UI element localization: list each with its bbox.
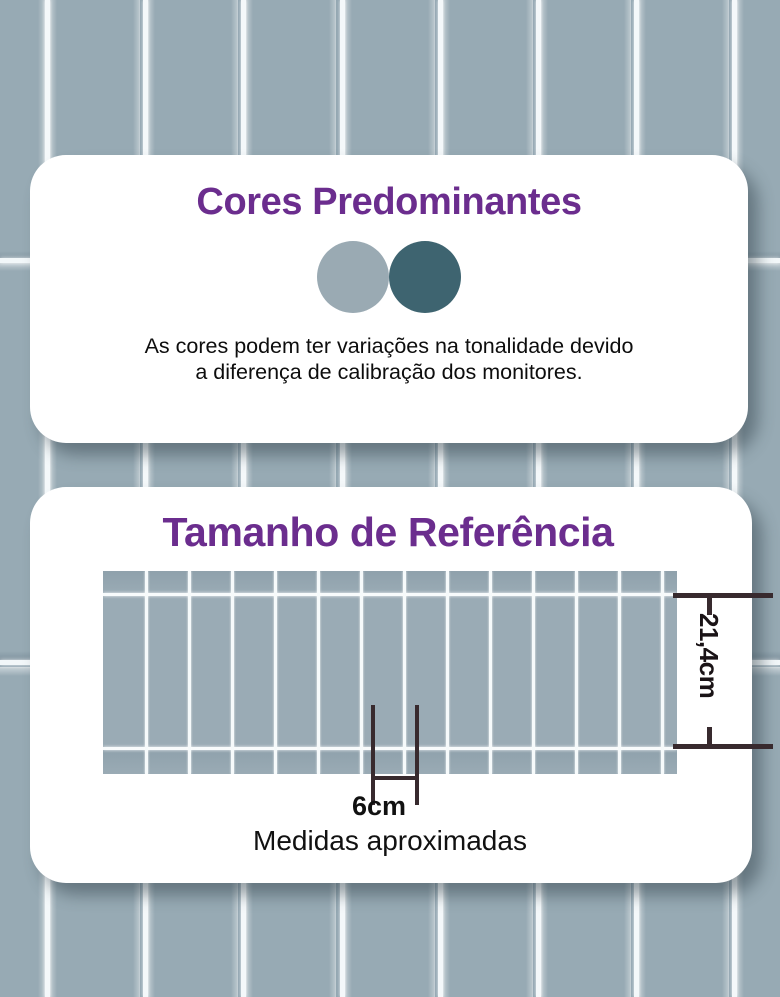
colors-disclaimer-line-2: a diferença de calibração dos monitores. xyxy=(195,360,583,385)
width-dimension-bar xyxy=(371,776,419,780)
reference-tile-grid xyxy=(103,571,677,774)
colors-disclaimer-line-1: As cores podem ter variações na tonalida… xyxy=(144,333,634,358)
reference-size-card: Tamanho de Referência xyxy=(30,487,773,883)
grid-grout-vertical xyxy=(274,571,277,774)
grid-bottom-band xyxy=(103,750,677,774)
predominant-colors-card: Cores Predominantes As cores podem ter v… xyxy=(30,155,748,443)
grid-grout-vertical xyxy=(231,571,234,774)
width-dimension-label: 6cm xyxy=(352,791,407,821)
grid-grout-vertical xyxy=(446,571,449,774)
grid-grout-vertical xyxy=(661,571,664,774)
grid-grout-horizontal xyxy=(103,593,677,596)
measurements-footnote: Medidas aproximadas xyxy=(253,825,527,856)
grid-grout-vertical xyxy=(188,571,191,774)
color-swatch-row xyxy=(30,240,748,313)
size-card-title: Tamanho de Referência xyxy=(162,509,614,555)
grid-grout-vertical xyxy=(145,571,148,774)
height-dimension-top-tick xyxy=(673,593,773,598)
height-dimension-label: 21,4cm xyxy=(694,613,724,699)
color-swatch-dark-teal xyxy=(389,240,461,313)
color-swatch-light-blue-grey xyxy=(317,240,389,313)
reference-grid-wrapper: 21,4cm 6cm Medidas aproximadas xyxy=(103,571,773,856)
grid-grout-horizontal xyxy=(103,747,677,750)
grid-grout-vertical xyxy=(489,571,492,774)
width-dimension-left-leader xyxy=(371,705,375,805)
height-dimension-arrow-bottom xyxy=(707,727,712,749)
grid-grout-vertical xyxy=(532,571,535,774)
colors-card-title: Cores Predominantes xyxy=(196,181,582,223)
grid-grout-vertical xyxy=(317,571,320,774)
grid-grout-vertical xyxy=(360,571,363,774)
height-dimension-bottom-tick xyxy=(673,744,773,749)
height-dimension-arrow-top xyxy=(707,593,712,615)
grid-grout-vertical xyxy=(575,571,578,774)
colors-disclaimer: As cores podem ter variações na tonalida… xyxy=(30,333,748,385)
grid-grout-vertical xyxy=(403,571,406,774)
wall-tile xyxy=(737,0,780,260)
width-dimension-right-leader xyxy=(415,705,419,805)
grid-grout-vertical xyxy=(618,571,621,774)
